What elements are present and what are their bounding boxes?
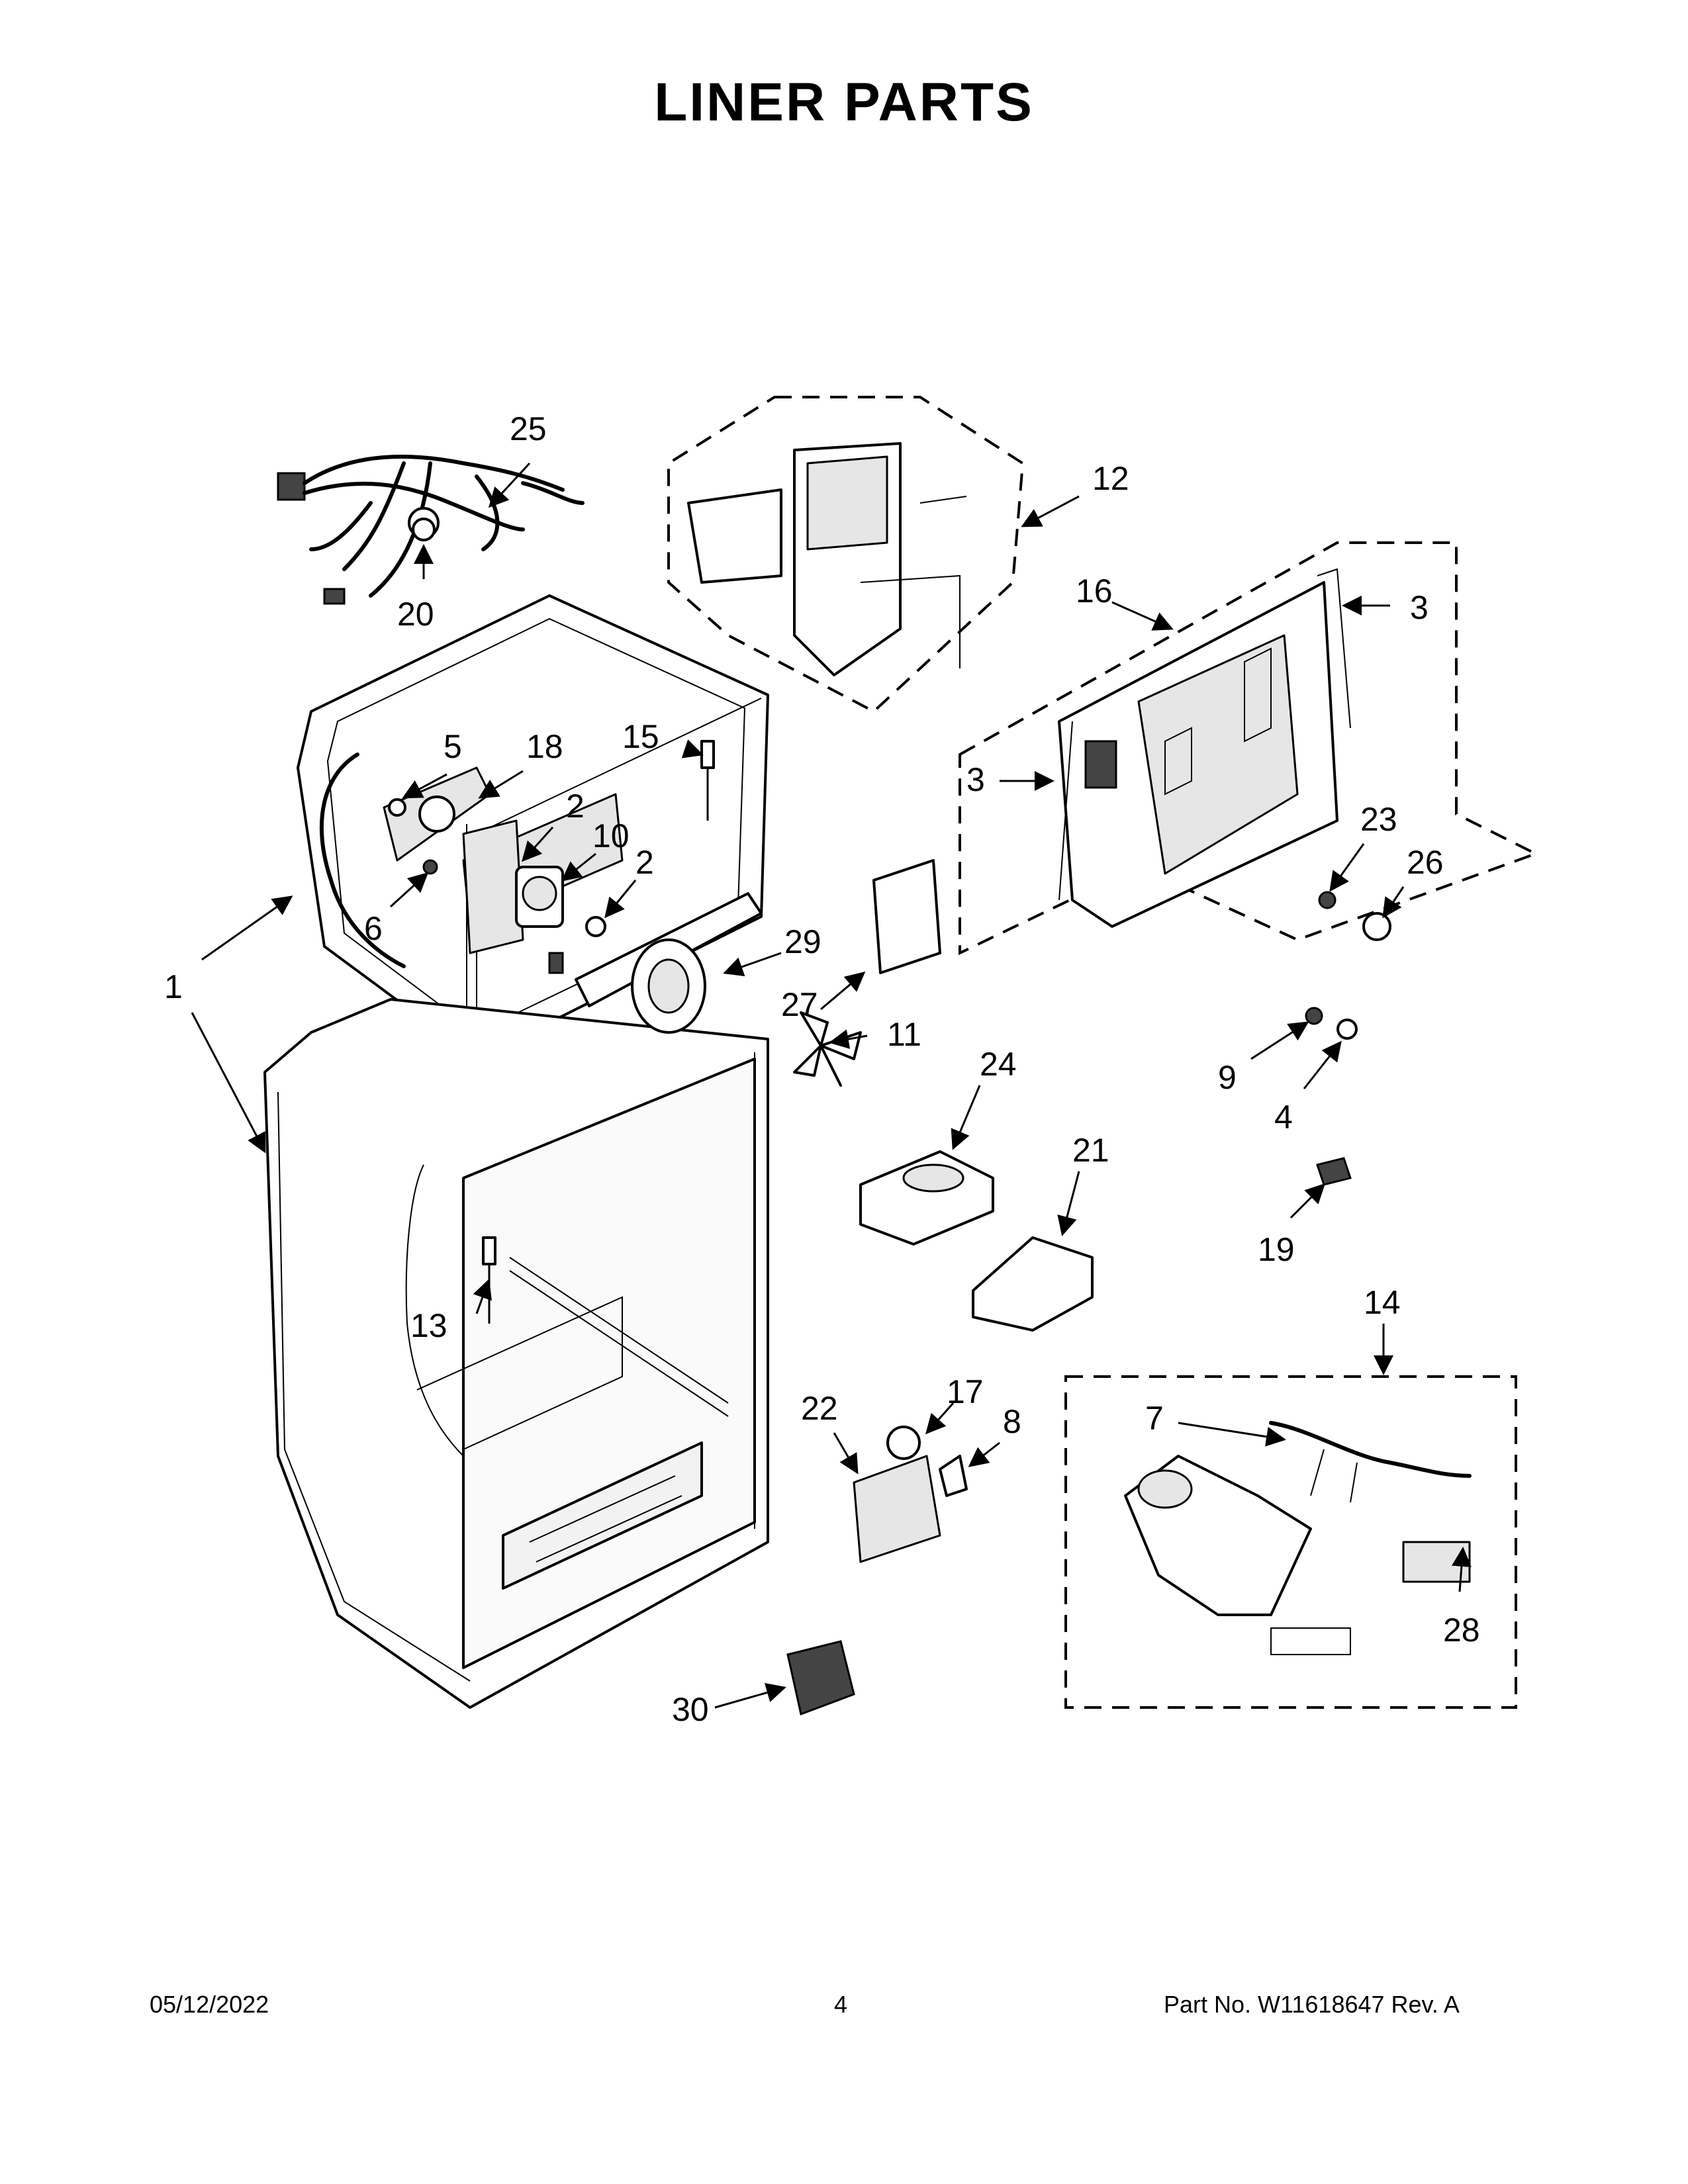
- callout-3b: 3: [966, 761, 985, 798]
- callout-4: 4: [1274, 1099, 1293, 1136]
- clip-8: [939, 1455, 968, 1497]
- cover-27: [872, 859, 941, 974]
- block-30: [786, 1640, 855, 1716]
- callout-labels: 1 2 2 3 3 4 5 6 7 8 9 10 11 12 13 14 15 …: [164, 410, 1480, 1728]
- switch-19: [1316, 1157, 1352, 1186]
- callout-14: 14: [1364, 1284, 1401, 1321]
- callout-8: 8: [1003, 1403, 1021, 1440]
- group-12: [667, 396, 1025, 713]
- thermistor-15: [700, 740, 715, 821]
- callout-13: 13: [410, 1307, 447, 1344]
- footer-date: 05/12/2022: [150, 1991, 269, 2018]
- callout-27: 27: [781, 986, 818, 1023]
- page-title: LINER PARTS: [654, 72, 1034, 132]
- callout-29: 29: [784, 923, 821, 960]
- screw-9: [1305, 1007, 1323, 1025]
- callout-15: 15: [622, 718, 659, 755]
- light-socket-20: [412, 518, 436, 541]
- callout-6: 6: [364, 910, 383, 947]
- leader-lines: [191, 462, 1472, 1709]
- fan-blade-11: [793, 1011, 862, 1087]
- group-16: [959, 541, 1540, 956]
- callout-10: 10: [592, 817, 630, 854]
- callout-12: 12: [1092, 460, 1129, 497]
- callout-3a: 3: [1410, 589, 1429, 626]
- screw-23: [1318, 891, 1336, 909]
- grommet-2-small: [585, 916, 606, 937]
- callout-7: 7: [1145, 1400, 1164, 1437]
- callout-23: 23: [1360, 801, 1397, 838]
- screw-5: [388, 798, 406, 817]
- grommet-2: [462, 819, 524, 954]
- callout-22: 22: [801, 1390, 838, 1427]
- callout-9: 9: [1218, 1059, 1237, 1096]
- screw-6: [422, 859, 438, 875]
- callout-30: 30: [672, 1691, 709, 1728]
- fan-motor-grommet: [418, 796, 455, 833]
- cap-26: [1362, 912, 1391, 941]
- callout-28: 28: [1443, 1612, 1480, 1649]
- cap-4: [1336, 1019, 1358, 1040]
- fresh-food-liner: [263, 998, 769, 1709]
- callout-20: 20: [397, 596, 434, 633]
- callout-24: 24: [980, 1046, 1017, 1083]
- callout-17: 17: [947, 1373, 984, 1410]
- callout-19: 19: [1258, 1231, 1295, 1268]
- light-lens-22: [853, 1455, 941, 1563]
- fan-shroud-29: [575, 892, 763, 1034]
- callout-26: 26: [1407, 844, 1444, 881]
- callout-18: 18: [526, 728, 563, 765]
- callout-5: 5: [444, 728, 462, 765]
- callout-2b: 2: [635, 844, 654, 881]
- footer-page-number: 4: [834, 1991, 848, 2018]
- group-14: [1064, 1375, 1517, 1709]
- callout-11: 11: [887, 1016, 921, 1053]
- callout-16: 16: [1076, 572, 1113, 610]
- footer-part-number: Part No. W11618647 Rev. A: [1164, 1991, 1460, 2018]
- callout-25: 25: [510, 410, 547, 447]
- callout-1: 1: [164, 968, 183, 1005]
- fan-motor-10: [515, 866, 564, 974]
- light-bulb-17: [886, 1426, 921, 1460]
- bracket-24-hole: [902, 1163, 964, 1193]
- callout-2a: 2: [566, 788, 585, 825]
- bracket-21: [972, 1236, 1094, 1332]
- callout-21: 21: [1072, 1132, 1109, 1169]
